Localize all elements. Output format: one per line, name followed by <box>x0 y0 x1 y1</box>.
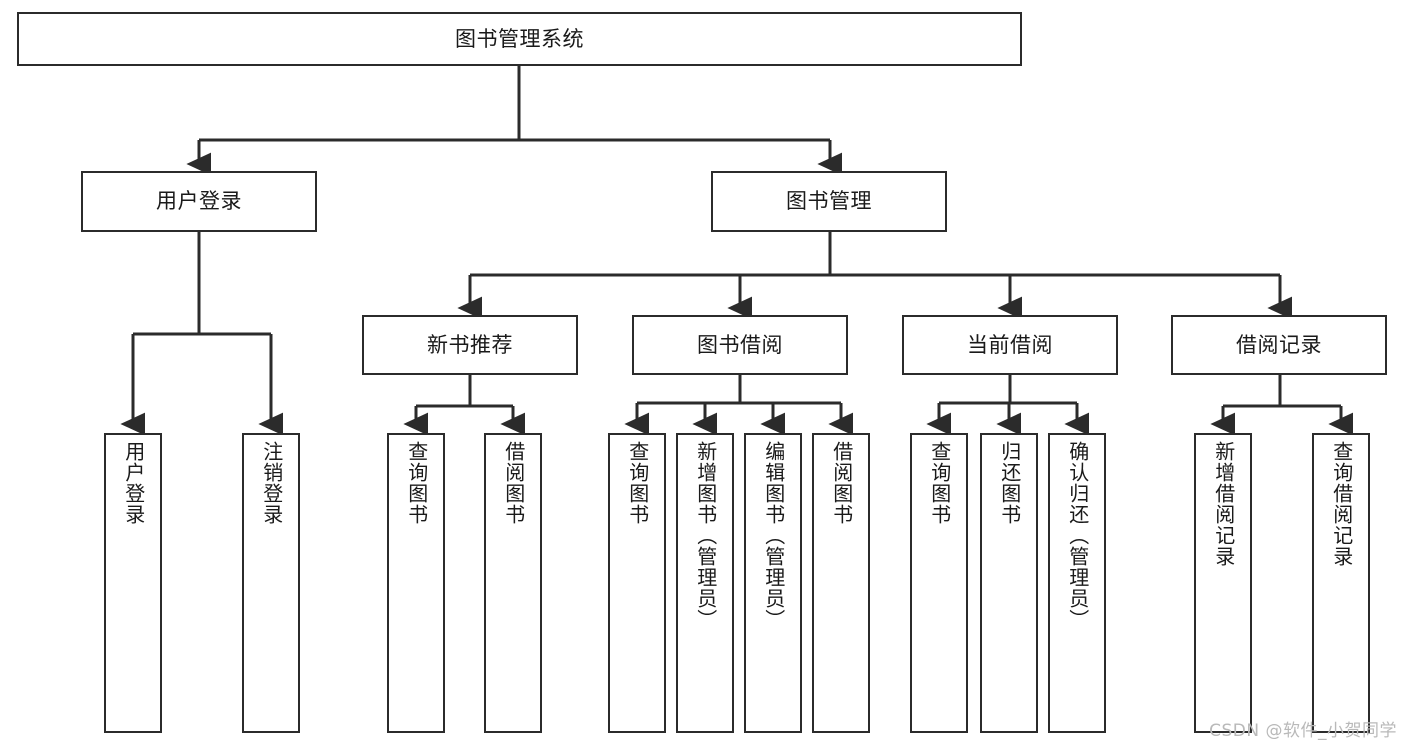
leaf-borrow-record-2[interactable]: 查询借阅记录 <box>1312 433 1370 733</box>
leaf-current-borrow-2[interactable]: 归还图书 <box>980 433 1038 733</box>
node-borrow-record-label: 借阅记录 <box>1236 332 1322 357</box>
leaf-book-borrow-4[interactable]: 借阅图书 <box>812 433 870 733</box>
leaf-label: 新增借阅记录 <box>1211 441 1236 567</box>
leaf-label: 借阅图书 <box>501 441 526 525</box>
leaf-new-book-1[interactable]: 查询图书 <box>387 433 445 733</box>
node-user-login[interactable]: 用户登录 <box>81 171 317 232</box>
leaf-label: 查询图书 <box>625 441 650 525</box>
leaf-label: 查询借阅记录 <box>1329 441 1354 567</box>
node-user-login-label: 用户登录 <box>156 189 242 214</box>
node-new-book-recommend-label: 新书推荐 <box>427 332 513 357</box>
leaf-book-borrow-1[interactable]: 查询图书 <box>608 433 666 733</box>
leaf-user-login-1[interactable]: 用户登录 <box>104 433 162 733</box>
node-current-borrow-label: 当前借阅 <box>967 332 1053 357</box>
leaf-new-book-2[interactable]: 借阅图书 <box>484 433 542 733</box>
leaf-label: 编辑图书（管理员） <box>761 441 786 630</box>
leaf-label: 确认归还（管理员） <box>1065 441 1090 630</box>
node-current-borrow[interactable]: 当前借阅 <box>902 315 1118 375</box>
leaf-current-borrow-3[interactable]: 确认归还（管理员） <box>1048 433 1106 733</box>
node-book-management[interactable]: 图书管理 <box>711 171 947 232</box>
node-new-book-recommend[interactable]: 新书推荐 <box>362 315 578 375</box>
leaf-label: 注销登录 <box>259 441 284 525</box>
node-book-borrow[interactable]: 图书借阅 <box>632 315 848 375</box>
leaf-label: 借阅图书 <box>829 441 854 525</box>
leaf-label: 新增图书（管理员） <box>693 441 718 630</box>
leaf-book-borrow-3[interactable]: 编辑图书（管理员） <box>744 433 802 733</box>
node-book-management-label: 图书管理 <box>786 189 872 214</box>
leaf-user-login-2[interactable]: 注销登录 <box>242 433 300 733</box>
leaf-book-borrow-2[interactable]: 新增图书（管理员） <box>676 433 734 733</box>
node-borrow-record[interactable]: 借阅记录 <box>1171 315 1387 375</box>
leaf-label: 查询图书 <box>404 441 429 525</box>
leaf-label: 归还图书 <box>997 441 1022 525</box>
leaf-borrow-record-1[interactable]: 新增借阅记录 <box>1194 433 1252 733</box>
node-root[interactable]: 图书管理系统 <box>17 12 1022 66</box>
node-root-label: 图书管理系统 <box>455 26 584 51</box>
leaf-current-borrow-1[interactable]: 查询图书 <box>910 433 968 733</box>
leaf-label: 用户登录 <box>121 441 146 525</box>
leaf-label: 查询图书 <box>927 441 952 525</box>
node-book-borrow-label: 图书借阅 <box>697 332 783 357</box>
